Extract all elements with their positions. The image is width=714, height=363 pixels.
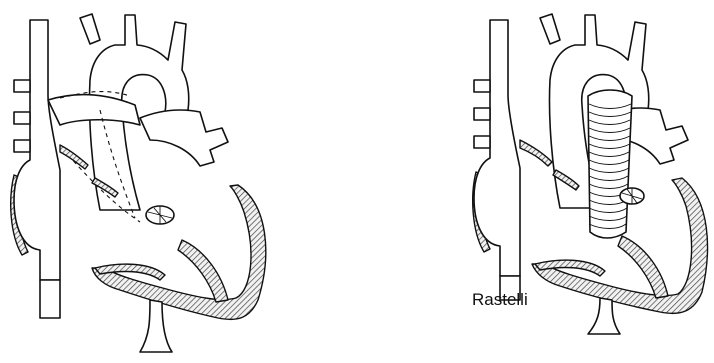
right-pulmonary-vein-1: [474, 80, 490, 92]
right-heart-diagram: [473, 14, 708, 334]
left-main-pa: [48, 95, 140, 125]
left-aorta-branch: [80, 14, 100, 44]
right-septum: [618, 236, 668, 298]
right-atrial-strands: [520, 140, 552, 166]
left-pulmonary-artery: [140, 110, 228, 166]
right-pulmonary-vein-2: [474, 108, 490, 120]
left-pulmonary-vein-3: [14, 140, 30, 152]
right-pulmonary-vein-3: [474, 136, 490, 148]
left-pulmonary-vein-1: [14, 80, 30, 92]
left-septum: [178, 240, 228, 302]
left-atrial-strands: [60, 145, 88, 169]
left-descending-aorta: [140, 300, 172, 352]
rastelli-caption: Rastelli: [472, 290, 528, 310]
left-heart-diagram: [11, 14, 266, 352]
rastelli-conduit: [588, 90, 632, 238]
left-pulmonary-vein-2: [14, 112, 30, 124]
left-ivc: [40, 280, 60, 318]
right-aorta-branch: [540, 14, 560, 44]
right-descending-aorta: [588, 298, 620, 334]
